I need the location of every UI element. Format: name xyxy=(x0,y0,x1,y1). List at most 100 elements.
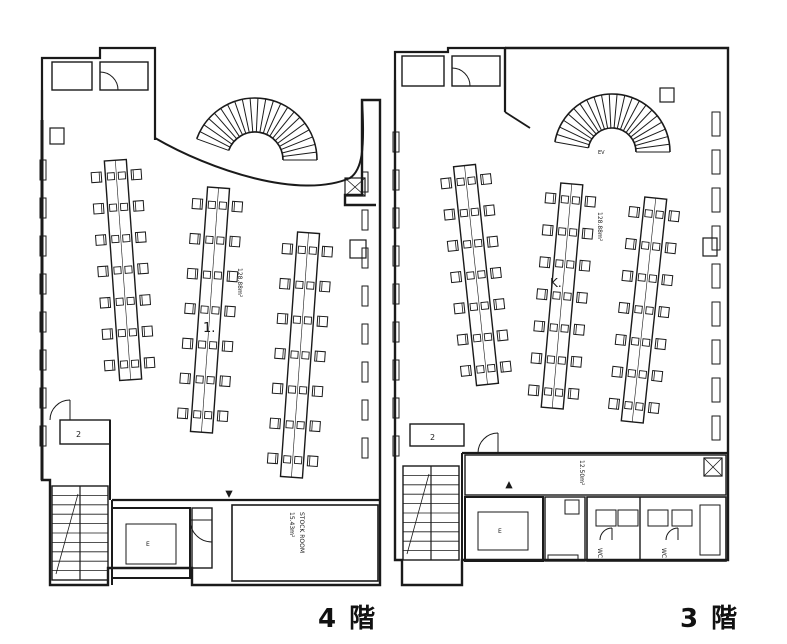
chair-outer xyxy=(134,231,147,244)
straight-staircase xyxy=(402,465,460,561)
chair-inner xyxy=(571,196,581,205)
window-frame xyxy=(361,437,369,459)
chair-inner xyxy=(462,239,472,249)
table-divider xyxy=(631,198,657,422)
door-swing xyxy=(665,527,679,541)
chair-inner xyxy=(645,306,654,315)
chair-inner xyxy=(546,355,556,364)
stair-tread xyxy=(613,94,618,129)
chair-inner xyxy=(480,301,490,311)
window-frame xyxy=(711,377,721,403)
utility-room xyxy=(111,507,191,579)
chair-outer xyxy=(483,204,496,217)
chair-outer xyxy=(536,288,549,301)
chair-inner xyxy=(202,270,212,279)
chair-outer xyxy=(541,224,554,237)
window-frame xyxy=(711,415,721,441)
chair-back xyxy=(316,351,318,362)
chair-outer xyxy=(90,171,103,184)
room-area-label: 128.88m² xyxy=(596,212,603,242)
chair-outer xyxy=(94,234,107,246)
chair-outer xyxy=(667,210,681,223)
chair-outer xyxy=(99,296,112,309)
chair-outer xyxy=(186,267,199,280)
hall-area-label: 12.50m² xyxy=(578,460,585,486)
table-row xyxy=(527,182,597,410)
chair-back xyxy=(105,266,107,277)
stair-tread xyxy=(600,94,609,129)
chair-back xyxy=(282,348,284,359)
chair-outer xyxy=(530,352,543,365)
chair-outer xyxy=(228,235,241,248)
chair-back xyxy=(619,367,622,378)
stair-arrow xyxy=(55,493,79,575)
stair-tread xyxy=(633,128,666,144)
chair-inner xyxy=(213,271,223,280)
chair-outer xyxy=(221,340,234,353)
chair-inner xyxy=(207,200,217,210)
upper-wall xyxy=(40,46,157,92)
chair-outer xyxy=(321,245,334,258)
stair-tread xyxy=(220,108,240,137)
stair-tread xyxy=(632,121,663,141)
window-frame xyxy=(39,349,47,371)
floor-label-4f: 4 階 xyxy=(318,604,378,634)
chair-outer xyxy=(499,360,512,373)
chair-back xyxy=(143,326,146,337)
chair-outer xyxy=(573,323,586,336)
chair-back xyxy=(586,196,589,207)
chair-back xyxy=(233,201,236,212)
chair-back xyxy=(498,330,501,341)
outer-wall xyxy=(393,46,730,587)
chair-back xyxy=(653,370,656,381)
chair-back xyxy=(491,268,494,279)
chair-inner xyxy=(206,375,215,385)
column xyxy=(349,239,367,259)
chair-back xyxy=(458,271,461,282)
vent-box xyxy=(344,177,366,197)
stair-outer-edge xyxy=(554,93,671,153)
chair-outer xyxy=(578,259,591,272)
chair-inner xyxy=(124,265,133,274)
chair-inner xyxy=(630,337,640,346)
stair-tread xyxy=(277,122,306,144)
chair-back xyxy=(626,303,629,314)
room-area-label: 128.88m² xyxy=(236,268,243,298)
chair-inner xyxy=(208,341,218,350)
chair-inner xyxy=(624,400,633,410)
door-arc xyxy=(49,399,71,421)
chair-outer xyxy=(567,387,580,400)
chair-inner xyxy=(292,315,302,324)
chair-outer xyxy=(189,232,201,245)
stair-tread xyxy=(279,129,310,147)
door-arc xyxy=(665,527,679,541)
chair-outer xyxy=(453,302,466,315)
chair-outer xyxy=(281,242,294,255)
window-frame xyxy=(392,207,400,229)
chair-back xyxy=(448,177,451,189)
chair-back xyxy=(199,199,202,210)
chair-back xyxy=(100,203,103,214)
window-frame xyxy=(39,235,47,257)
chair-back xyxy=(482,174,484,185)
chair-outer xyxy=(624,237,637,251)
chair-outer xyxy=(179,372,192,385)
chair-outer xyxy=(664,242,677,255)
table-divider xyxy=(115,160,131,380)
elevator-shaft xyxy=(51,61,93,91)
chair-inner xyxy=(197,340,207,349)
stair-tread xyxy=(619,97,633,130)
chair-back xyxy=(535,385,538,396)
chair-outer xyxy=(309,420,321,433)
chair-outer xyxy=(440,177,453,190)
stair-tread xyxy=(554,141,589,149)
door-arc xyxy=(599,527,613,541)
toilet-stall xyxy=(671,509,693,527)
chair-back xyxy=(139,263,141,274)
closet xyxy=(451,55,501,87)
column xyxy=(659,87,675,103)
chair-inner xyxy=(483,332,493,342)
chair-inner xyxy=(477,270,486,279)
counter-number: 2 xyxy=(76,430,81,439)
